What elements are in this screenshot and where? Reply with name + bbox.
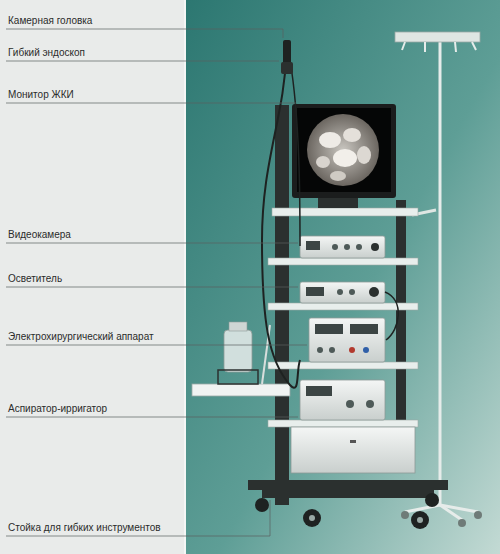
cart-frame <box>248 105 448 529</box>
part-label: Гибкий эндоскоп <box>8 47 85 59</box>
light-source-unit <box>300 282 385 303</box>
lcd-monitor <box>292 104 396 208</box>
part-label: Камерная головка <box>8 15 92 27</box>
side-panel <box>0 0 185 554</box>
photo-ground <box>185 0 500 554</box>
part-label: Монитор ЖКИ <box>8 89 74 101</box>
part-label: Стойка для гибких инструментов <box>8 522 161 534</box>
leader-lines <box>6 29 307 536</box>
video-camera-unit <box>300 236 385 258</box>
electrosurgical-unit <box>309 318 385 362</box>
panel-border <box>184 0 186 554</box>
part-label: Аспиратор-ирригатор <box>8 403 107 415</box>
flexible-endoscope <box>262 40 398 388</box>
part-label: Осветитель <box>8 273 62 285</box>
part-label: Видеокамера <box>8 229 71 241</box>
part-label: Электрохирургический аппарат <box>8 331 154 343</box>
aspirator-irrigator-unit <box>300 380 385 420</box>
